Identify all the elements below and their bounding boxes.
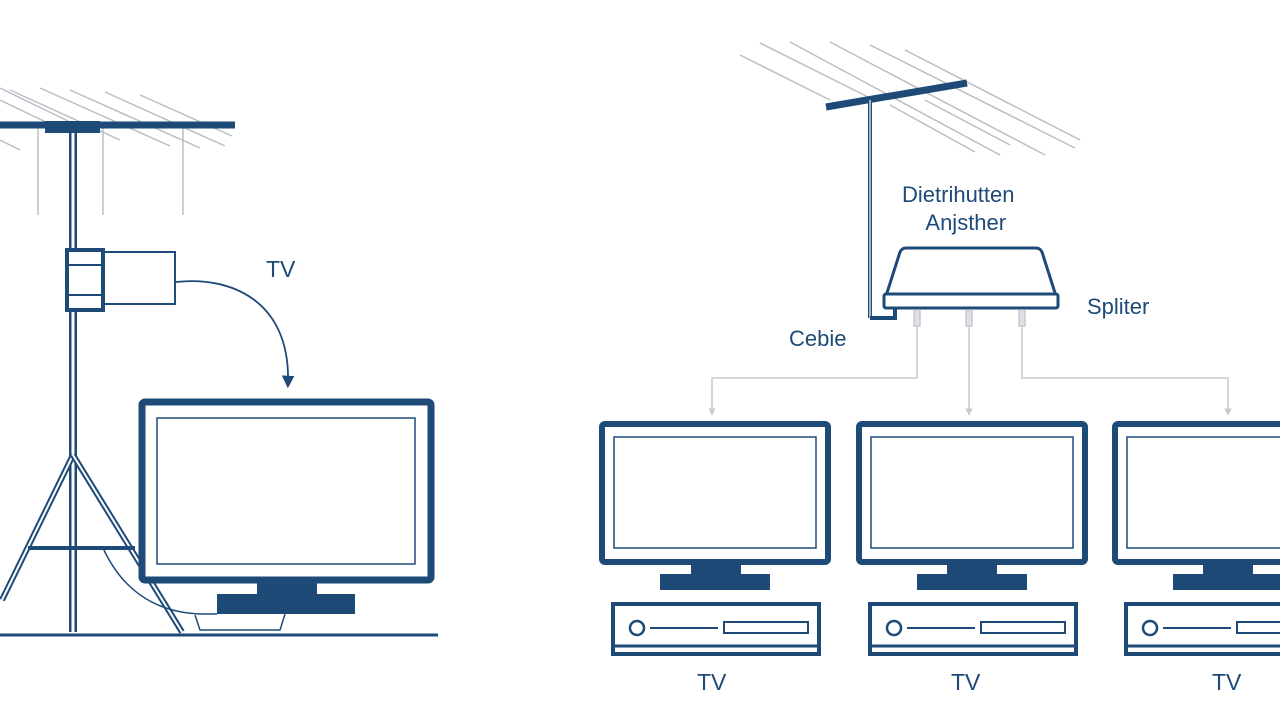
- splitter-box: [882, 246, 1060, 310]
- tv-monitor-2: [856, 421, 1088, 590]
- left-antenna-hatching: [0, 87, 233, 215]
- right-antenna-hatching: [739, 41, 1081, 156]
- tv-unit-3: [1112, 421, 1280, 656]
- set-top-box-2: [868, 602, 1078, 656]
- tv-monitor-1: [599, 421, 831, 590]
- distribution-amplifier-label-line2: Anjsther: [925, 210, 1007, 235]
- cable-label: Cebie: [789, 326, 847, 351]
- left-amplifier-box: [65, 248, 176, 312]
- distribution-amplifier-label: Dietrihutten Anjsther: [902, 181, 1015, 237]
- set-top-box-3: [1124, 602, 1280, 656]
- splitter-connectors: [913, 309, 1026, 327]
- left-tv-cable: [102, 547, 286, 631]
- splitter-label: Spliter: [1087, 294, 1150, 319]
- distribution-amplifier-label-line1: Dietrihutten: [902, 182, 1015, 207]
- left-antenna: [0, 121, 235, 634]
- left-tv-label: TV: [266, 256, 296, 282]
- tv-monitor-3: [1112, 421, 1280, 590]
- tv-unit-2: [856, 421, 1088, 656]
- tv-unit-1: [599, 421, 831, 656]
- left-signal-arrow: [175, 280, 295, 389]
- tv-label-2: TV: [951, 669, 981, 695]
- tv-label-1: TV: [697, 669, 727, 695]
- distribution-cables: [708, 326, 1232, 416]
- set-top-box-1: [611, 602, 821, 656]
- left-tv-monitor: [138, 398, 435, 614]
- tv-label-3: TV: [1212, 669, 1242, 695]
